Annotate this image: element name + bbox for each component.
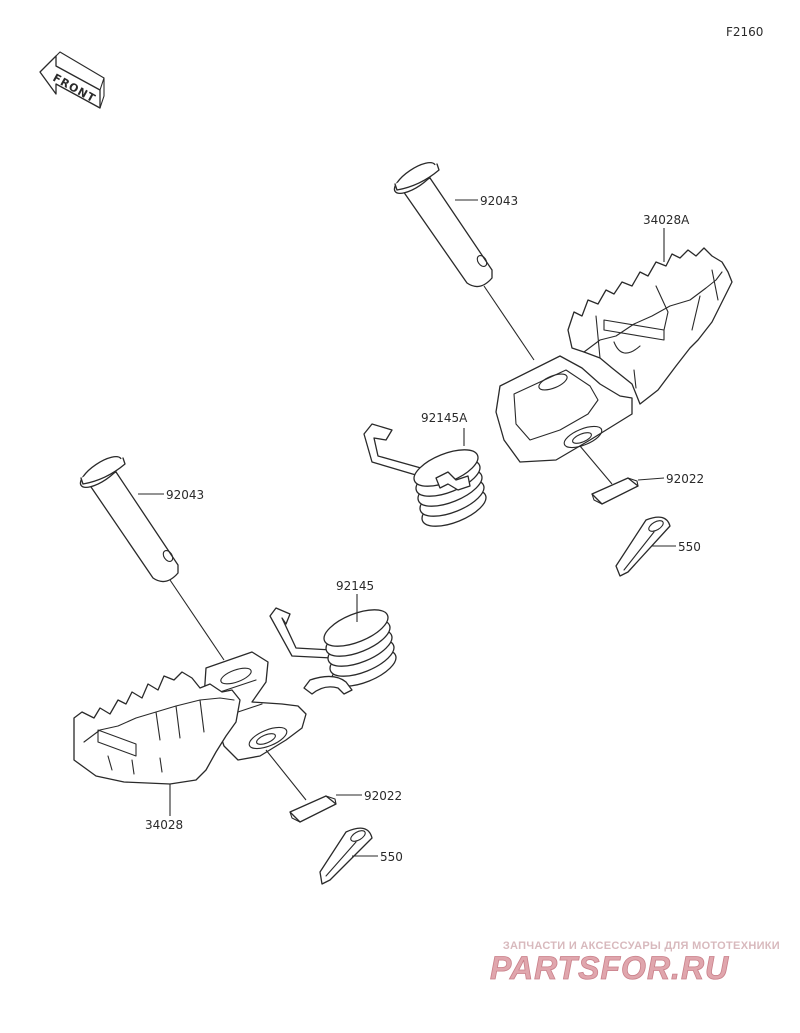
clevis-pin-left	[79, 455, 179, 583]
watermark-logo: PARTSFOR.RU	[490, 950, 729, 986]
watermark-logo-text: PARTSFOR.RU	[490, 950, 729, 986]
washer-left	[289, 795, 337, 823]
cotter-pin-right	[615, 516, 671, 577]
watermark-tagline: ЗАПЧАСТИ И АКСЕССУАРЫ ДЛЯ МОТОТЕХНИКИ	[502, 940, 780, 952]
diagram-code: F2160	[726, 25, 763, 39]
label-washer-left: 92022	[364, 789, 402, 803]
label-pin-right: 92043	[480, 194, 518, 208]
label-cotter-right: 550	[678, 540, 701, 554]
label-washer-right: 92022	[666, 472, 704, 486]
label-footpeg-right: 34028A	[643, 213, 690, 227]
label-spring-right: 92145A	[421, 411, 468, 425]
washer-right	[591, 477, 639, 505]
label-footpeg-left: 34028	[145, 818, 183, 832]
cotter-pin-left	[319, 827, 373, 885]
label-cotter-left: 550	[380, 850, 403, 864]
footpeg-left	[73, 651, 307, 785]
spring-left	[269, 607, 397, 695]
front-arrow-icon: FRONT	[39, 51, 105, 109]
clevis-pin-right	[393, 161, 493, 288]
footpeg-right	[495, 247, 733, 463]
label-pin-left: 92043	[166, 488, 204, 502]
label-spring-left: 92145	[336, 579, 374, 593]
spring-right	[363, 423, 487, 527]
